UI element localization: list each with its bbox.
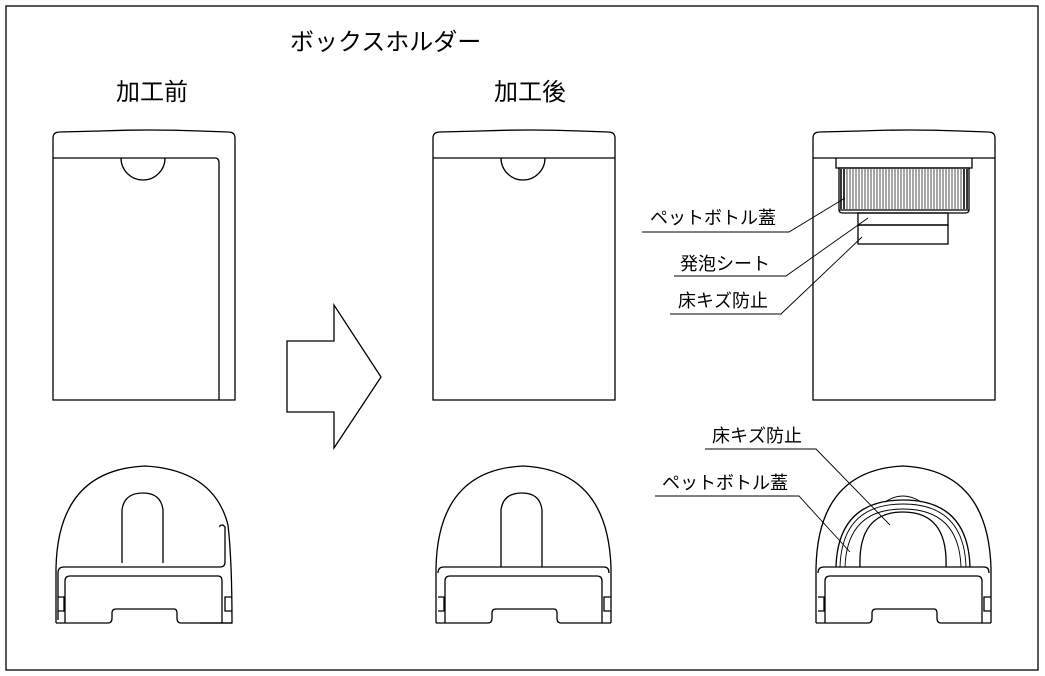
floor-protector-shape bbox=[857, 224, 949, 245]
callout-cap-front: ペットボトル蓋 bbox=[662, 473, 788, 494]
callout-floor-front: 床キズ防止 bbox=[712, 426, 802, 447]
before-front-view bbox=[55, 465, 233, 624]
floor-protector-circle bbox=[859, 511, 947, 568]
final-front-view bbox=[815, 465, 992, 624]
foam-sheet-shape bbox=[857, 212, 949, 226]
right-arrow-icon bbox=[286, 302, 382, 451]
before-side-view bbox=[52, 129, 236, 401]
bottle-cap-outer bbox=[835, 499, 971, 568]
callout-floor-side: 床キズ防止 bbox=[678, 291, 768, 312]
cap-knurling bbox=[840, 169, 968, 209]
after-label: 加工後 bbox=[494, 78, 566, 106]
after-front-view bbox=[435, 465, 612, 624]
before-label: 加工前 bbox=[116, 78, 188, 106]
after-side-view bbox=[432, 129, 616, 401]
side-callouts: ペットボトル蓋 発泡シート 床キズ防止 bbox=[642, 197, 869, 315]
callout-cap-side: ペットボトル蓋 bbox=[650, 208, 776, 229]
front-callouts: 床キズ防止 ペットボトル蓋 bbox=[655, 426, 891, 553]
bottle-cap-shape bbox=[838, 167, 970, 211]
final-side-view bbox=[812, 129, 996, 401]
drawing-border bbox=[5, 5, 1039, 671]
drawing-title: ボックスホルダー bbox=[290, 28, 481, 56]
callout-foam-side: 発泡シート bbox=[680, 254, 770, 275]
